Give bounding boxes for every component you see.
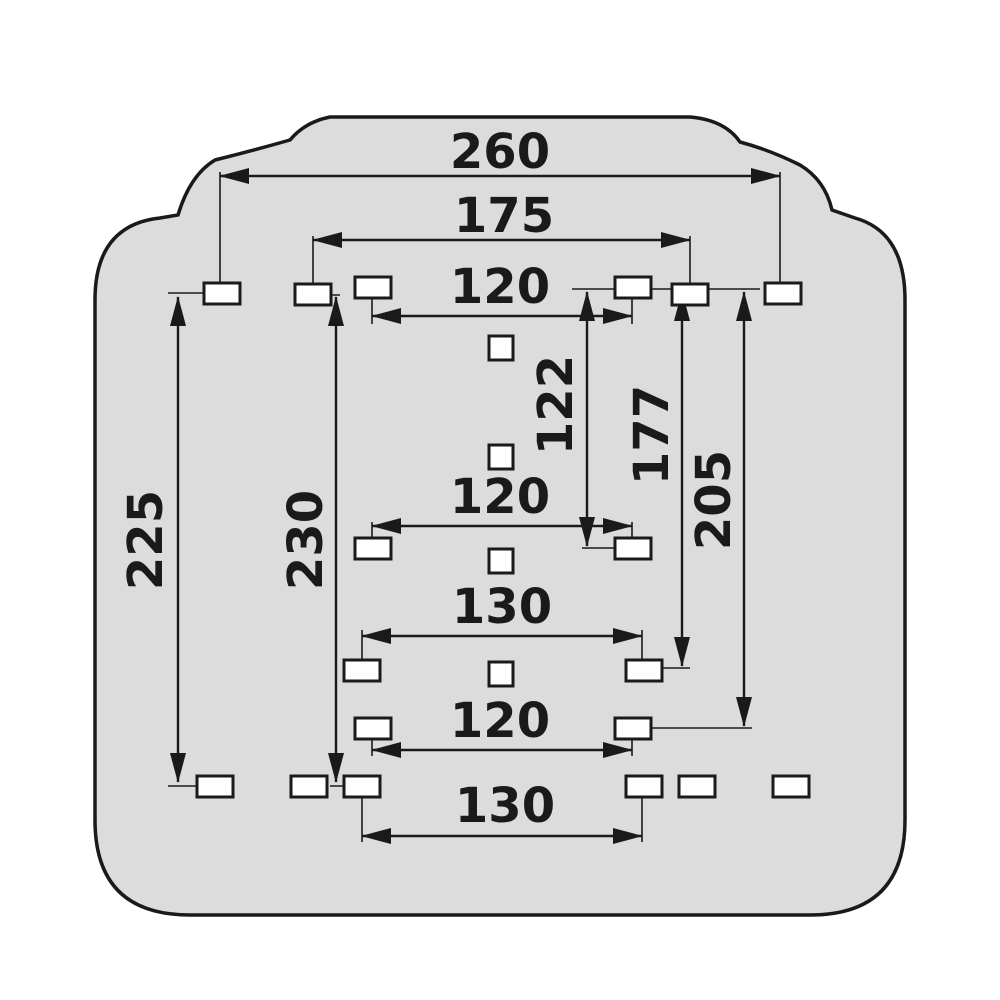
slot (353, 536, 393, 561)
dimension-labels: 260 175 120 120 130 120 130 225 230 122 … (118, 124, 742, 834)
mounting-slots (195, 275, 811, 799)
label-120-mid: 120 (450, 469, 550, 525)
label-260: 260 (450, 124, 550, 180)
square-hole (487, 334, 515, 362)
seat-plate-outline (93, 115, 907, 917)
slot (202, 281, 242, 306)
slot (677, 774, 717, 799)
label-130-bottom: 130 (455, 778, 555, 834)
slot (353, 275, 393, 300)
slot (613, 716, 653, 741)
slot (763, 281, 803, 306)
label-230: 230 (278, 490, 334, 590)
square-hole (487, 547, 515, 575)
label-205: 205 (686, 450, 742, 550)
slot (293, 282, 333, 307)
slot (624, 658, 664, 683)
slot (289, 774, 329, 799)
label-225: 225 (118, 490, 174, 590)
square-hole (487, 443, 515, 471)
slot (613, 536, 653, 561)
dimension-lines (170, 168, 781, 844)
slot (353, 716, 393, 741)
label-120-low: 120 (450, 693, 550, 749)
slot (195, 774, 235, 799)
slot (771, 774, 811, 799)
label-175: 175 (454, 188, 554, 244)
label-120-top: 120 (450, 259, 550, 315)
slot (342, 774, 382, 799)
slot (613, 275, 653, 300)
square-hole (487, 660, 515, 688)
label-130-mid: 130 (452, 579, 552, 635)
slot (342, 658, 382, 683)
slot (670, 282, 710, 307)
label-177: 177 (624, 385, 680, 485)
label-122: 122 (528, 355, 584, 455)
slot (624, 774, 664, 799)
